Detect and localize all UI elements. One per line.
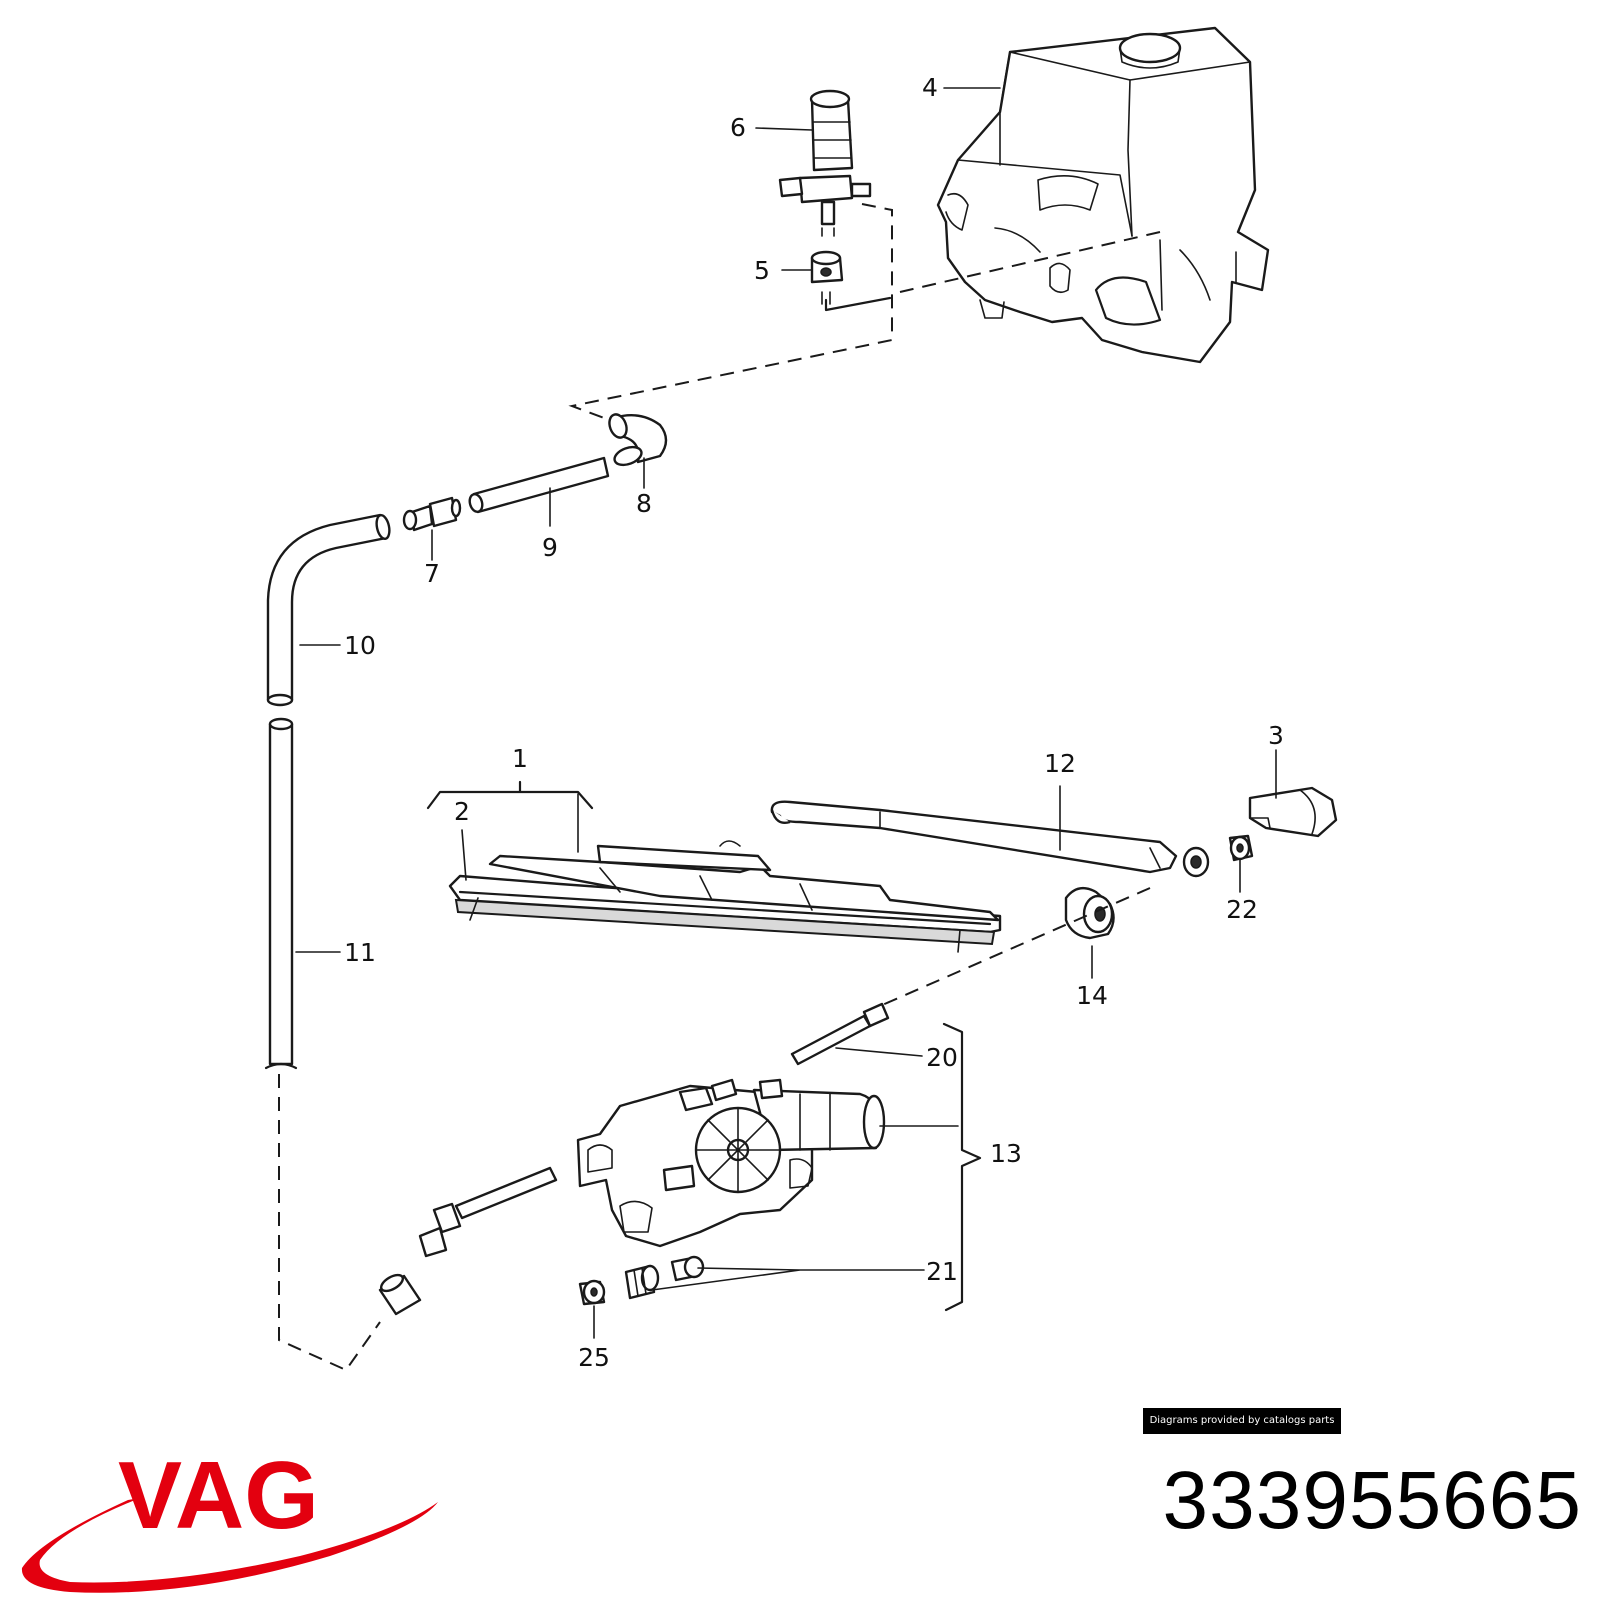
nut-25 [578,1279,606,1306]
washer-jet-hose [378,1166,558,1316]
wiper-blade [448,840,1002,953]
curved-hose [266,513,391,707]
callout-11: 11 [344,938,376,967]
wiper-arm [770,800,1210,878]
callout-13: 13 [990,1139,1022,1168]
leader-lines [295,87,1277,1339]
hose-connector [402,496,462,532]
callout-12: 12 [1044,749,1076,778]
callout-14: 14 [1076,981,1108,1010]
wiper-motor [576,1078,886,1248]
callout-8: 8 [636,489,652,518]
logo-swoosh [21,1498,439,1593]
routing-line-arm [879,887,1151,1007]
routing-bracket-grommet [824,296,892,312]
elbow-hose [608,413,668,467]
callout-22: 22 [1226,895,1258,924]
callout-25: 25 [578,1343,610,1372]
pump-grommet [810,250,844,305]
bracket-item-1 [426,780,594,810]
washer-pump [778,89,872,237]
diagram-credit: Diagrams provided by catalogs parts [1143,1408,1341,1434]
washer-reservoir [936,26,1270,364]
callout-21: 21 [926,1257,958,1286]
callout-9: 9 [542,533,558,562]
straight-hose [468,456,610,514]
leader-2 [461,793,579,881]
arm-cap [1248,786,1338,838]
washers-21 [624,1255,705,1300]
callout-1: 1 [512,744,528,773]
callout-10: 10 [344,631,376,660]
routing-line-pump [568,203,893,425]
long-hose [264,717,298,1070]
routing-line-left [278,1074,381,1372]
callout-20: 20 [926,1043,958,1072]
logo-wordmark: VAG [118,1442,319,1549]
bracket-item-13 [942,1022,982,1312]
callout-5: 5 [754,256,770,285]
vag-logo: VAG [21,1442,439,1593]
callout-3: 3 [1268,721,1284,750]
grommet-14 [1064,886,1115,940]
shaft-20 [790,1002,890,1066]
callout-4: 4 [922,73,938,102]
callout-6: 6 [730,113,746,142]
callout-7: 7 [424,559,440,588]
callout-2: 2 [454,797,470,826]
callout-labels: 1 2 3 4 5 6 7 8 9 10 11 12 13 14 20 21 2… [344,73,1284,1372]
nut-22 [1228,834,1254,862]
part-number: 333955665 [1162,1455,1582,1546]
